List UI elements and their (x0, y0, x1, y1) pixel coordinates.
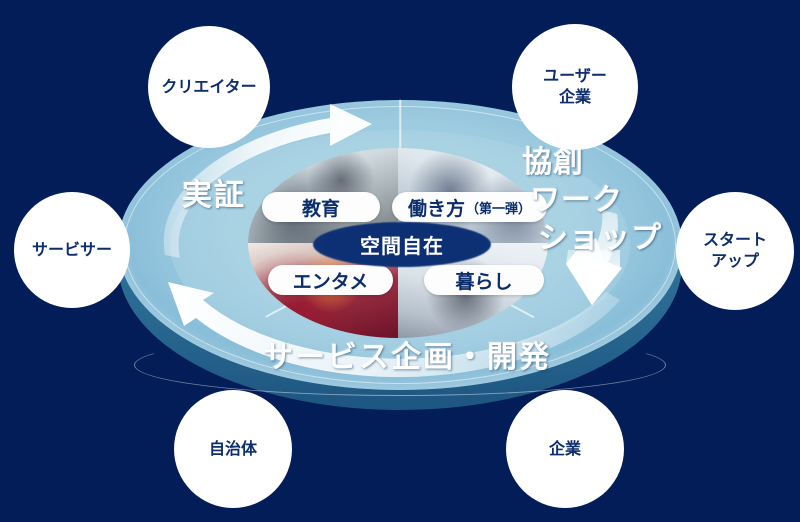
stakeholder-bubble-user-company[interactable]: ユーザー 企業 (512, 24, 638, 150)
stakeholder-bubble-startup-line2: アップ (710, 253, 759, 270)
stakeholder-bubble-user-company-line2: 企業 (558, 89, 591, 106)
ring-caption-service-development: サービス企画・開発 (263, 341, 551, 374)
domain-pill-living-label: 暮らし (455, 271, 513, 293)
core-ellipse (313, 222, 491, 267)
ring-caption-validation: 実証 (182, 179, 246, 212)
stakeholder-bubble-servicer[interactable]: サービサー (14, 192, 130, 308)
ring-caption-cocreation-line3: ショップ (538, 222, 662, 255)
stakeholder-bubble-creator[interactable]: クリエイター (148, 26, 270, 148)
stakeholder-bubble-startup[interactable]: スタート アップ (676, 192, 794, 310)
ring-caption-cocreation-workshop: 協創 ワーク ショップ (518, 144, 662, 258)
domain-pill-entertainment[interactable]: エンタメ (268, 265, 393, 295)
domain-pill-workstyle-label: 働き方 (407, 198, 465, 220)
stakeholder-bubble-creator-line1: クリエイター (161, 78, 257, 96)
stakeholder-bubble-user-company-line1: ユーザー (543, 68, 607, 85)
stakeholder-bubble-municipality-line1: 自治体 (208, 440, 257, 458)
stakeholder-bubble-servicer-line1: サービサー (31, 241, 112, 259)
domain-pill-education[interactable]: 教育 (262, 192, 380, 222)
domain-pill-living[interactable]: 暮らし (424, 265, 544, 295)
domain-pill-workstyle[interactable]: 働き方 （第一弾） (392, 192, 547, 222)
domain-pill-workstyle-sublabel: （第一弾） (466, 200, 532, 216)
domain-pill-entertainment-label: エンタメ (292, 271, 369, 293)
core-label: 空間自在 (360, 236, 444, 258)
ring-caption-cocreation-line2: ワーク (530, 184, 623, 217)
stakeholder-bubble-company[interactable]: 企業 (506, 390, 624, 508)
stakeholder-bubble-startup-line1: スタート (702, 232, 767, 249)
domain-pill-education-label: 教育 (301, 198, 340, 220)
ring-caption-cocreation-line1: 協創 (522, 146, 584, 179)
stakeholder-bubble-company-line1: 企業 (548, 440, 581, 458)
disc-lower-rim-line (134, 334, 666, 396)
stakeholder-bubble-municipality[interactable]: 自治体 (174, 390, 292, 508)
